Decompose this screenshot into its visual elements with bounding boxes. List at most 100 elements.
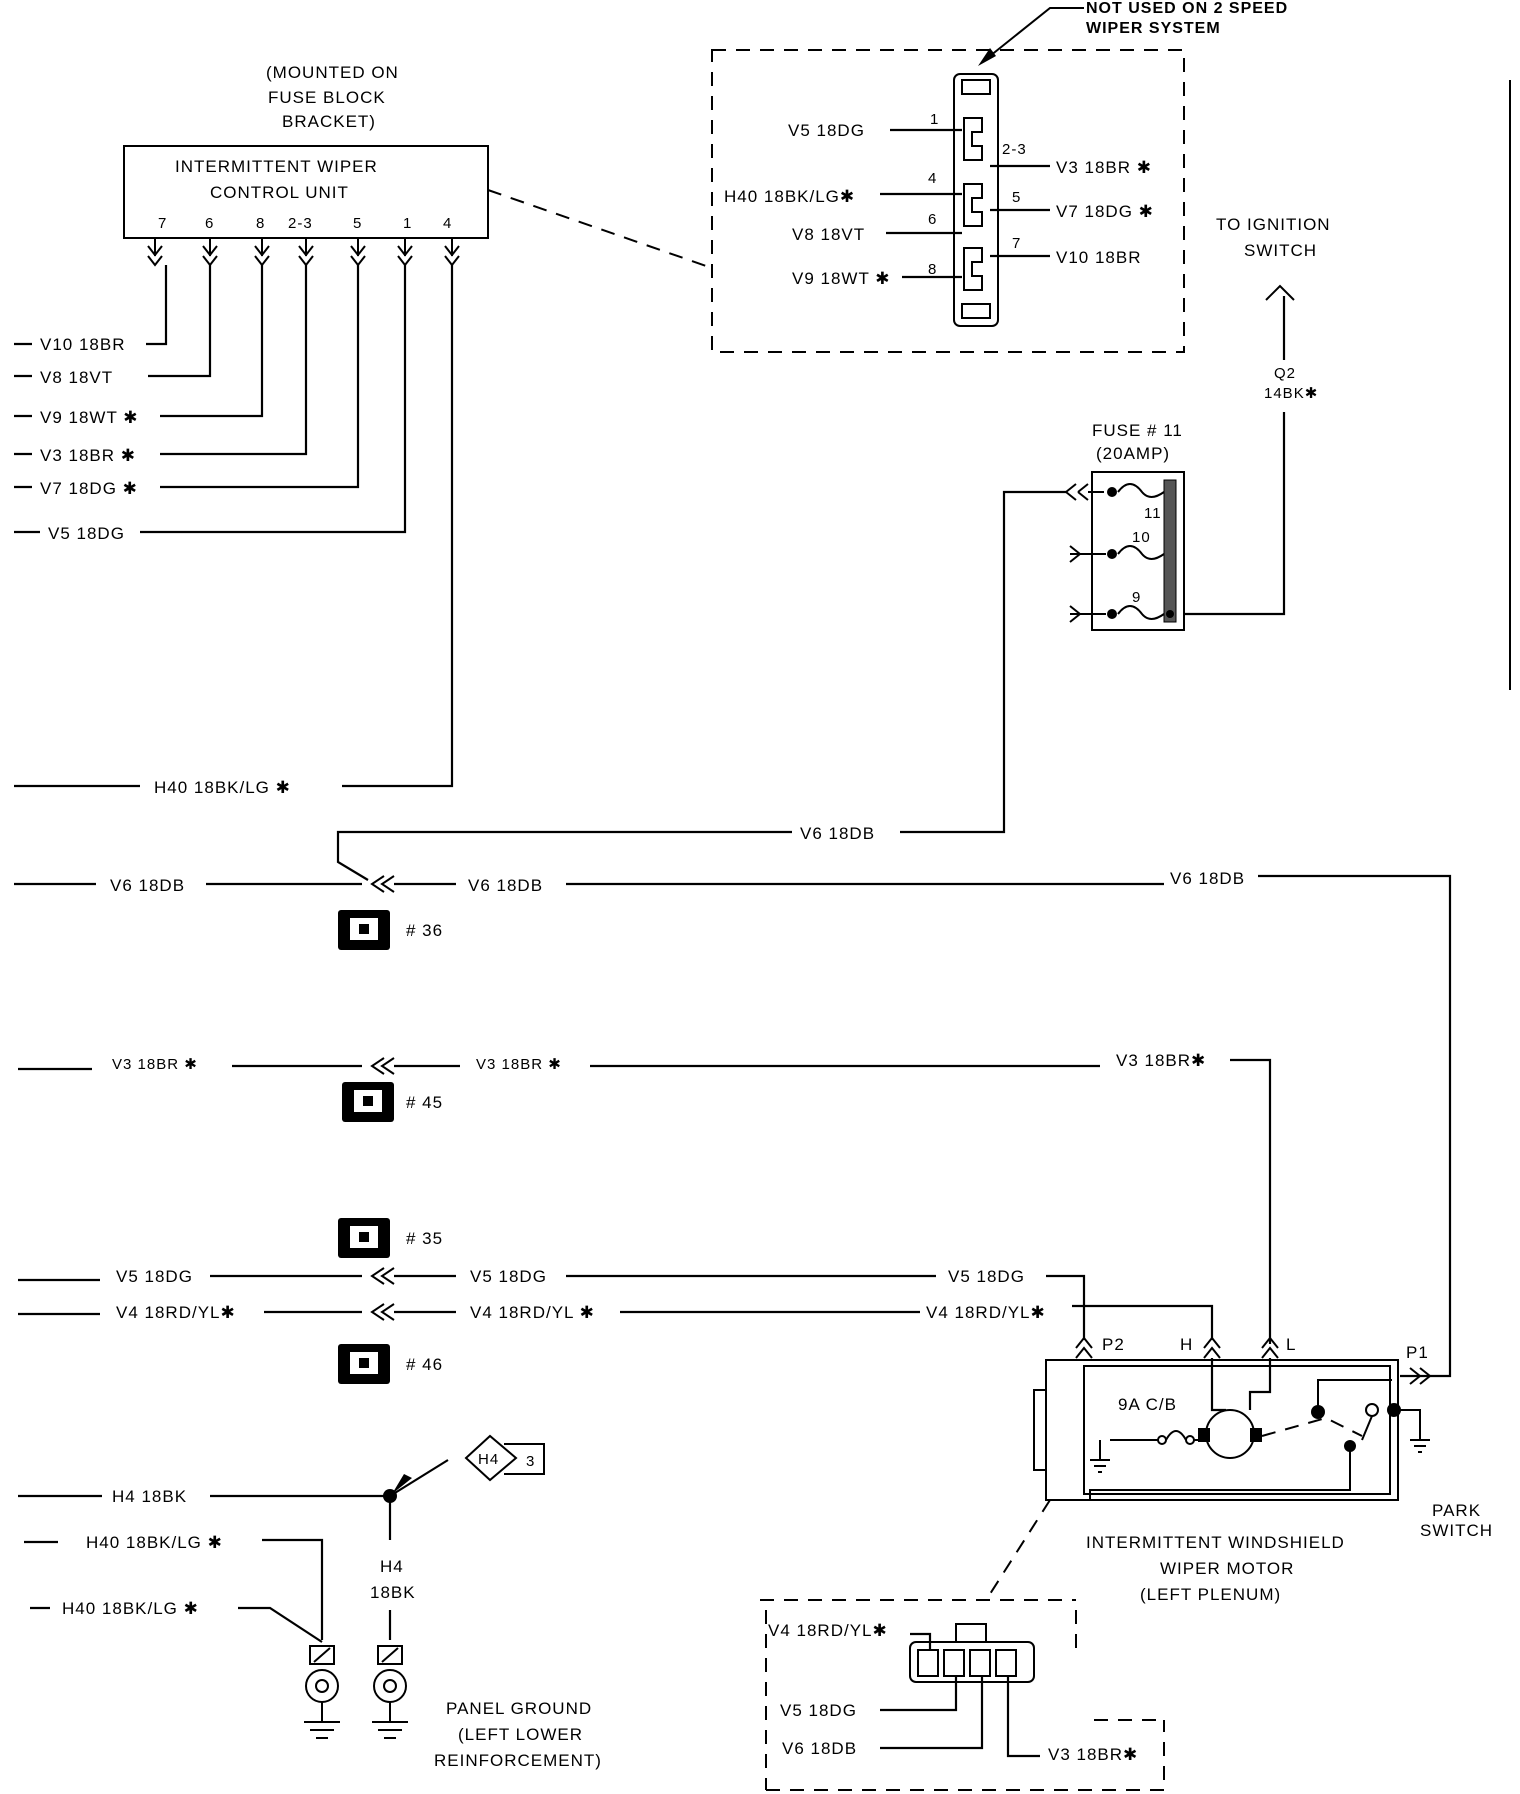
svg-text:(LEFT LOWER: (LEFT LOWER — [458, 1725, 583, 1744]
svg-text:7: 7 — [1012, 235, 1021, 252]
svg-text:H4: H4 — [478, 1451, 499, 1468]
svg-text:SWITCH: SWITCH — [1420, 1521, 1493, 1540]
svg-text:WIPER MOTOR: WIPER MOTOR — [1160, 1559, 1294, 1578]
svg-text:10: 10 — [1132, 529, 1151, 546]
control-unit-name-2: CONTROL UNIT — [210, 183, 349, 202]
svg-text:9: 9 — [1132, 589, 1141, 606]
svg-text:V6 18DB: V6 18DB — [800, 824, 875, 843]
svg-text:V6 18DB: V6 18DB — [110, 876, 185, 895]
splice-46: # 46 — [338, 1344, 442, 1384]
svg-text:18BK: 18BK — [370, 1583, 416, 1602]
svg-text:V3 18BR ✱: V3 18BR ✱ — [476, 1056, 562, 1073]
cu-pin: 7 — [158, 215, 167, 232]
svg-text:H40 18BK/LG✱: H40 18BK/LG✱ — [724, 187, 855, 206]
svg-text:P2: P2 — [1102, 1335, 1125, 1354]
svg-text:REINFORCEMENT): REINFORCEMENT) — [434, 1751, 602, 1770]
cu-pin: 6 — [205, 215, 214, 232]
panel-ground-label: PANEL GROUND (LEFT LOWER REINFORCEMENT) — [434, 1699, 602, 1770]
connector-right-pins: 2-3 V3 18BR ✱ 5 V7 18DG ✱ 7 V10 18BR — [990, 141, 1154, 267]
svg-text:V10 18BR: V10 18BR — [1056, 248, 1142, 267]
svg-text:11: 11 — [1144, 505, 1162, 522]
svg-text:V5 18DG: V5 18DG — [780, 1701, 857, 1720]
wire-label-v10: V10 18BR — [40, 335, 126, 354]
control-unit-name: INTERMITTENT WIPER — [175, 157, 378, 176]
motor-label: INTERMITTENT WINDSHIELD WIPER MOTOR (LEF… — [1086, 1533, 1345, 1604]
svg-text:FUSE BLOCK: FUSE BLOCK — [268, 88, 386, 107]
svg-text:V6 18DB: V6 18DB — [1170, 869, 1245, 888]
connector-detail-frame — [711, 49, 1185, 353]
svg-text:V5 18DG: V5 18DG — [116, 1267, 193, 1286]
svg-text:FUSE # 11: FUSE # 11 — [1092, 421, 1183, 440]
connector-leader — [487, 189, 713, 269]
svg-text:(20AMP): (20AMP) — [1096, 444, 1170, 463]
svg-text:INTERMITTENT WINDSHIELD: INTERMITTENT WINDSHIELD — [1086, 1533, 1345, 1552]
wire-label-v9: V9 18WT ✱ — [40, 408, 139, 427]
cu-pin: 2-3 — [288, 215, 313, 232]
svg-text:5: 5 — [1012, 189, 1021, 206]
control-unit-box — [123, 145, 489, 239]
splice-45: # 45 — [342, 1082, 442, 1122]
wire-label-v8: V8 18VT — [40, 368, 113, 387]
svg-text:H40 18BK/LG ✱: H40 18BK/LG ✱ — [86, 1533, 223, 1552]
svg-text:V3 18BR ✱: V3 18BR ✱ — [112, 1056, 198, 1073]
v5-row: V5 18DG V5 18DG V5 18DG — [18, 1267, 1086, 1340]
svg-text:V5 18DG: V5 18DG — [788, 121, 865, 140]
motor-connector-leader — [989, 1499, 1051, 1595]
svg-text:P1: P1 — [1406, 1343, 1429, 1362]
svg-text:2-3: 2-3 — [1002, 141, 1027, 158]
svg-text:# 35: # 35 — [406, 1229, 443, 1248]
svg-text:WIPER SYSTEM: WIPER SYSTEM — [1086, 20, 1221, 37]
ground-terminals — [304, 1645, 408, 1739]
svg-text:9A C/B: 9A C/B — [1118, 1395, 1177, 1414]
svg-text:(MOUNTED ON: (MOUNTED ON — [266, 63, 399, 82]
svg-text:H4 18BK: H4 18BK — [112, 1487, 187, 1506]
splice-36: # 36 — [338, 910, 443, 950]
svg-text:V8 18VT: V8 18VT — [792, 225, 865, 244]
svg-text:L: L — [1286, 1335, 1296, 1354]
svg-text:4: 4 — [928, 170, 937, 187]
svg-text:V4 18RD/YL✱: V4 18RD/YL✱ — [116, 1303, 236, 1322]
h40-ground-wires: H40 18BK/LG ✱ H40 18BK/LG ✱ — [24, 1533, 324, 1643]
v6-row: V6 18DB V6 18DB V6 18DB — [14, 869, 1452, 1378]
fuse-11: FUSE # 11 (20AMP) 11 10 9 — [1065, 421, 1185, 631]
motor-connector-detail: V4 18RD/YL✱ V5 18DG V6 18DB V3 18BR✱ — [760, 1599, 1165, 1791]
splice-35: # 35 — [338, 1218, 443, 1258]
svg-text:V3 18BR✱: V3 18BR✱ — [1116, 1051, 1206, 1070]
ignition-switch: TO IGNITION SWITCH Q2 14BK✱ — [1172, 215, 1331, 616]
svg-text:H40 18BK/LG ✱: H40 18BK/LG ✱ — [62, 1599, 199, 1618]
left-wire-labels: V10 18BR V8 18VT V9 18WT ✱ V3 18BR ✱ V7 … — [14, 335, 139, 543]
wire-label-v5: V5 18DG — [48, 524, 125, 543]
svg-text:V6 18DB: V6 18DB — [468, 876, 543, 895]
svg-text:NOT USED ON 2 SPEED: NOT USED ON 2 SPEED — [1086, 0, 1288, 17]
cu-pin: 1 — [403, 215, 412, 232]
connector-body — [953, 73, 999, 327]
svg-text:PARK: PARK — [1432, 1501, 1481, 1520]
svg-text:V7 18DG ✱: V7 18DG ✱ — [1056, 202, 1154, 221]
h40-main: H40 18BK/LG ✱ — [14, 778, 290, 797]
svg-text:V3 18BR✱: V3 18BR✱ — [1048, 1745, 1138, 1764]
control-unit-mount-note: (MOUNTED ON FUSE BLOCK BRACKET) — [266, 63, 399, 131]
connector-left-pins: V5 18DG 1 H40 18BK/LG✱ 4 V8 18VT 6 V9 18… — [724, 111, 962, 288]
wiper-motor: P2 H L P1 9A C/B — [1033, 1335, 1432, 1501]
cu-pin: 4 — [443, 215, 452, 232]
svg-text:1: 1 — [930, 111, 939, 128]
cu-pin: 5 — [353, 215, 362, 232]
park-switch-label: PARK SWITCH — [1420, 1501, 1493, 1540]
control-unit-wires — [140, 265, 454, 788]
svg-text:V4 18RD/YL✱: V4 18RD/YL✱ — [768, 1621, 888, 1640]
svg-text:TO IGNITION: TO IGNITION — [1216, 215, 1331, 234]
svg-text:Q2: Q2 — [1274, 365, 1296, 382]
svg-text:# 36: # 36 — [406, 921, 443, 940]
v6-fuse-wire: V6 18DB — [336, 490, 1066, 881]
reference-badge: H4 3 — [464, 1434, 545, 1482]
svg-text:H: H — [1180, 1335, 1193, 1354]
v4-row: V4 18RD/YL✱ V4 18RD/YL ✱ V4 18RD/YL✱ — [18, 1303, 1214, 1340]
svg-text:8: 8 — [928, 261, 937, 278]
svg-text:V5 18DG: V5 18DG — [470, 1267, 547, 1286]
svg-text:PANEL GROUND: PANEL GROUND — [446, 1699, 592, 1718]
svg-text:BRACKET): BRACKET) — [282, 112, 376, 131]
svg-text:3: 3 — [526, 1453, 535, 1470]
cu-pin: 8 — [256, 215, 265, 232]
svg-text:V3 18BR ✱: V3 18BR ✱ — [1056, 158, 1152, 177]
